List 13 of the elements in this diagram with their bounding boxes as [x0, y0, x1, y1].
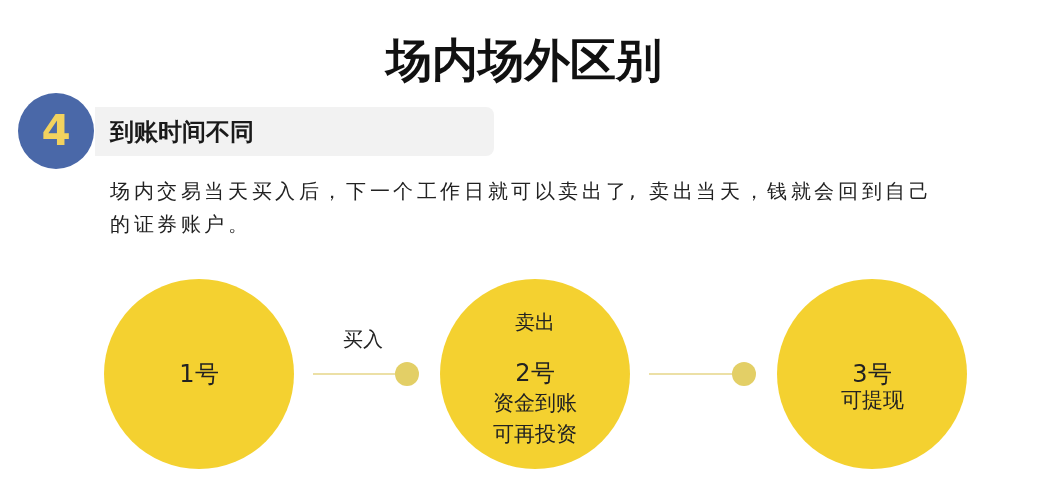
- badge-number: 4: [41, 107, 71, 155]
- step-text: 资金到账: [493, 390, 577, 417]
- step-text: 可提现: [840, 387, 904, 413]
- step-text: 3号: [852, 361, 892, 387]
- step-text: 2号: [515, 358, 555, 388]
- step-text: 卖出: [515, 309, 555, 336]
- heading-bar: [95, 107, 494, 156]
- step-text: 可再投资: [493, 421, 577, 448]
- step-text: 1号: [179, 359, 219, 389]
- edge-label: 买入: [341, 326, 385, 352]
- description-paragraph: 场内交易当天买入后，下一个工作日就可以卖出了, 卖出当天，钱就会回到自己的证券账户。: [110, 178, 934, 238]
- title: 场内场外区别: [383, 32, 663, 89]
- section-heading: 到账时间不同: [110, 116, 254, 148]
